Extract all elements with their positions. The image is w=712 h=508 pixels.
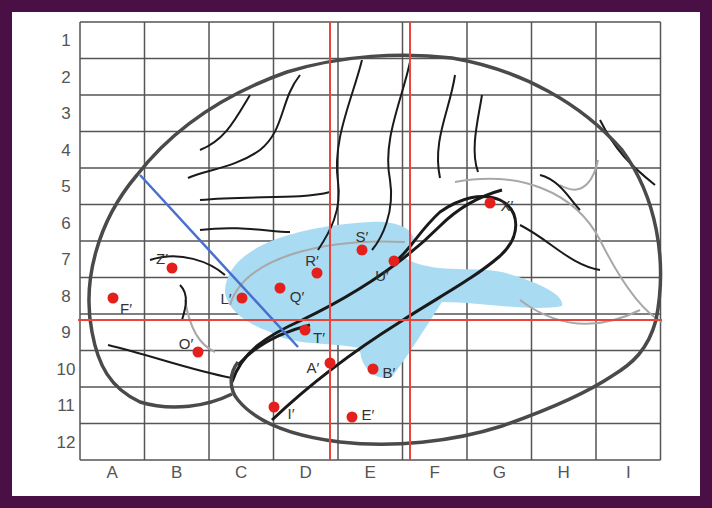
point-label: Q′ (289, 289, 305, 304)
grid-label: 8 (61, 287, 70, 304)
grid-label: G (493, 464, 506, 481)
grid-label: C (235, 464, 247, 481)
dots (108, 198, 496, 423)
point-label: U′ (374, 268, 390, 283)
point-dot (368, 364, 379, 375)
point-label: A′ (306, 360, 321, 375)
grid-label: 10 (57, 360, 76, 377)
point-label: O′ (178, 336, 194, 351)
grid-label: 11 (57, 397, 75, 414)
point-dot (269, 402, 280, 413)
grid-line (80, 94, 661, 96)
grid-label: F (430, 464, 440, 481)
point-label: T′ (312, 330, 326, 345)
point-label: Z′ (155, 251, 169, 266)
grid-label: I (626, 464, 631, 481)
grid-label: D (300, 464, 312, 481)
point-label: F′ (119, 301, 133, 316)
grid-label: 5 (61, 178, 70, 195)
point-label: I′ (287, 406, 296, 421)
grid-label: 4 (61, 141, 70, 158)
point-label: X′ (500, 198, 515, 213)
grid-line (80, 131, 661, 133)
red-lines (78, 22, 662, 460)
blue-line (140, 175, 298, 347)
grid-line (80, 459, 661, 461)
grid-label: 1 (61, 32, 70, 49)
brain-outline (89, 55, 661, 444)
point-dot (167, 263, 178, 274)
point-label: S′ (355, 229, 370, 244)
grey-sulci (185, 160, 662, 352)
point-label: L′ (219, 291, 232, 306)
grid-label: E (365, 464, 376, 481)
point-dot (237, 293, 248, 304)
grid-label: A (107, 464, 118, 481)
grid-label: 9 (61, 324, 70, 341)
point-dot (312, 268, 323, 279)
blue-region (225, 222, 562, 378)
grid-line (80, 21, 661, 23)
point-dot (357, 245, 368, 256)
point-label: E′ (361, 407, 376, 422)
grid-line (80, 167, 661, 169)
fissures (232, 190, 516, 420)
point-label: R′ (304, 253, 320, 268)
grid-label: 2 (61, 68, 70, 85)
point-dot (108, 293, 119, 304)
grid-label: H (558, 464, 570, 481)
point-dot (485, 198, 496, 209)
point-dot (325, 358, 336, 369)
grid-label: 6 (61, 214, 70, 231)
point-dot (300, 325, 311, 336)
grid-label: B (171, 464, 182, 481)
point-dot (275, 283, 286, 294)
point-dot (193, 347, 204, 358)
grid-line (80, 386, 661, 388)
grid-label: 3 (61, 105, 70, 122)
grid (80, 22, 661, 460)
point-label: B′ (382, 365, 397, 380)
grid-label: 7 (61, 251, 70, 268)
point-dot (347, 412, 358, 423)
grid-label: 12 (57, 433, 76, 450)
grid-line (80, 423, 661, 425)
point-dot (389, 256, 400, 267)
